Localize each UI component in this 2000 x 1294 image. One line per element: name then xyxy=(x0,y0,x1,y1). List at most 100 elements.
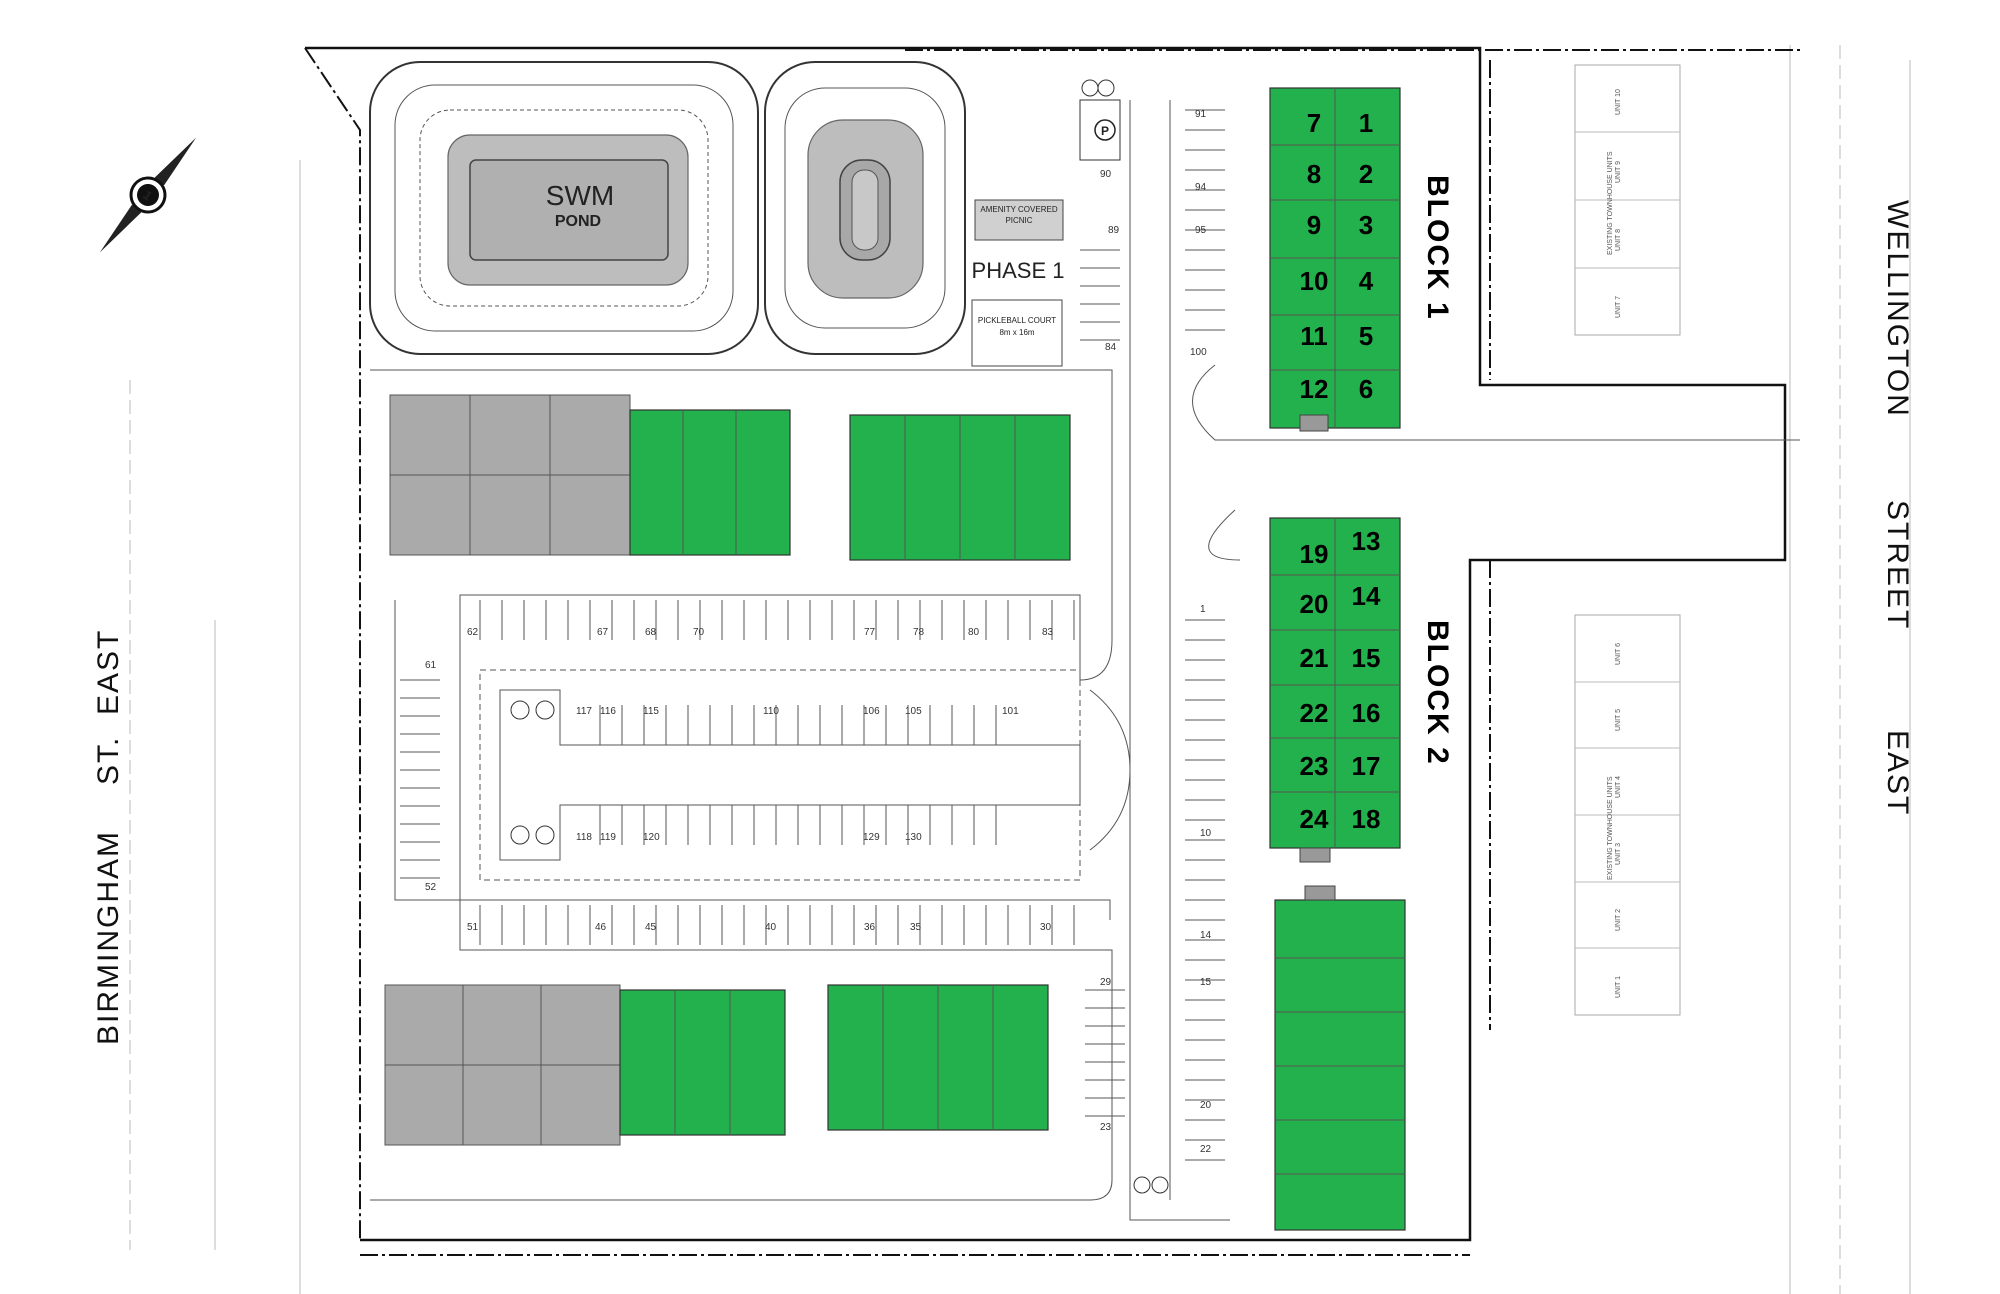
existing-unit-10: UNIT 10 xyxy=(1615,89,1622,115)
stall-51: 51 xyxy=(467,922,479,933)
stall-77: 77 xyxy=(864,627,876,638)
stall-83: 83 xyxy=(1042,627,1054,638)
b1-unit-7: 7 xyxy=(1307,108,1321,138)
parking-stalls xyxy=(400,109,1225,1161)
stall-23: 23 xyxy=(1100,1122,1112,1133)
road-east-1: WELLINGTON xyxy=(1881,200,1914,418)
stall-130: 130 xyxy=(905,832,922,843)
stall-1: 1 xyxy=(1200,604,1206,615)
stall-14: 14 xyxy=(1200,930,1212,941)
stall-10: 10 xyxy=(1200,828,1212,839)
amenity-area: AMENITY COVERED PICNIC PHASE 1 PICKLEBAL… xyxy=(971,99,1121,367)
stall-95: 95 xyxy=(1195,225,1207,236)
road-west-2: ST. xyxy=(92,736,125,785)
b1-unit-8: 8 xyxy=(1307,159,1321,189)
stall-40: 40 xyxy=(765,922,777,933)
stall-45: 45 xyxy=(645,922,657,933)
b2-unit-23: 23 xyxy=(1300,751,1329,781)
b1-unit-10: 10 xyxy=(1300,266,1329,296)
stall-22: 22 xyxy=(1200,1144,1212,1155)
stall-118: 118 xyxy=(576,832,592,843)
existing-unit-5: UNIT 5 xyxy=(1615,709,1622,731)
north-arrow: 1 xyxy=(99,137,197,253)
block-3 xyxy=(1274,885,1406,1231)
stall-68: 68 xyxy=(645,627,657,638)
stall-106: 106 xyxy=(863,706,880,717)
b2-unit-17: 17 xyxy=(1352,751,1381,781)
existing-units-label-north: EXISTING TOWNHOUSE UNITS xyxy=(1607,151,1614,255)
stall-120: 120 xyxy=(643,832,660,843)
existing-unit-7: UNIT 7 xyxy=(1615,296,1622,318)
existing-unit-1: UNIT 1 xyxy=(1615,976,1622,998)
b1-unit-2: 2 xyxy=(1359,159,1373,189)
stall-100: 100 xyxy=(1190,347,1207,358)
stall-84: 84 xyxy=(1105,342,1117,353)
block-1-label: BLOCK 1 xyxy=(1421,175,1454,321)
stall-61: 61 xyxy=(425,660,437,671)
property-boundary xyxy=(304,46,1800,1256)
pond-subtitle: POND xyxy=(555,213,601,230)
stall-117: 117 xyxy=(576,706,592,717)
stall-numbers: 91 90 94 89 95 84 100 62 67 68 70 77 78 … xyxy=(425,109,1212,1155)
b2-unit-20: 20 xyxy=(1300,589,1329,619)
stall-36: 36 xyxy=(864,922,876,933)
west-townhouses-north xyxy=(389,394,1071,561)
stall-119: 119 xyxy=(600,832,616,843)
road-labels: BIRMINGHAM ST. EAST WELLINGTON STREET EA… xyxy=(92,200,1914,1045)
parking-label: P xyxy=(1101,124,1109,138)
b1-unit-4: 4 xyxy=(1359,266,1374,296)
townhouse-green-s1 xyxy=(619,989,786,1136)
stall-80: 80 xyxy=(968,627,980,638)
existing-unit-2: UNIT 2 xyxy=(1615,909,1622,931)
swm-pond-area: SWM POND xyxy=(369,61,966,355)
stall-29: 29 xyxy=(1100,977,1112,988)
b2-unit-19: 19 xyxy=(1300,539,1329,569)
block-1: 7 8 9 10 11 12 1 2 3 4 5 6 BLOCK 1 xyxy=(1269,87,1454,432)
stall-115: 115 xyxy=(643,706,659,717)
amenity-label: AMENITY COVERED PICNIC xyxy=(980,205,1058,225)
b1-unit-5: 5 xyxy=(1359,321,1373,351)
road-east-3: EAST xyxy=(1881,730,1914,816)
stall-78: 78 xyxy=(913,627,925,638)
stall-105: 105 xyxy=(905,706,922,717)
existing-unit-6: UNIT 6 xyxy=(1615,643,1622,665)
court-size: 8m x 16m xyxy=(999,328,1034,337)
existing-units-label-south: EXISTING TOWNHOUSE UNITS xyxy=(1607,776,1614,880)
b2-unit-16: 16 xyxy=(1352,698,1381,728)
stall-15: 15 xyxy=(1200,977,1212,988)
b2-unit-21: 21 xyxy=(1300,643,1329,673)
b2-unit-18: 18 xyxy=(1352,804,1381,834)
block-2: 19 20 21 22 23 24 13 14 15 16 17 18 BLOC… xyxy=(1269,517,1454,863)
existing-unit-4: UNIT 4 xyxy=(1615,776,1622,798)
stall-91: 91 xyxy=(1195,109,1207,120)
stall-30: 30 xyxy=(1040,922,1052,933)
stall-70: 70 xyxy=(693,627,705,638)
b1-unit-9: 9 xyxy=(1307,210,1321,240)
b1-unit-3: 3 xyxy=(1359,210,1373,240)
stall-89: 89 xyxy=(1108,225,1120,236)
b2-unit-14: 14 xyxy=(1352,581,1381,611)
court-label: PICKLEBALL COURT xyxy=(978,316,1056,325)
road-edges xyxy=(129,45,1911,1294)
b2-unit-22: 22 xyxy=(1300,698,1329,728)
amenity-covered-picnic xyxy=(974,199,1064,241)
existing-unit-8: UNIT 8 xyxy=(1615,229,1622,251)
townhouse-green-n1 xyxy=(629,409,791,556)
pond-title: SWM xyxy=(546,180,614,211)
b1-unit-6: 6 xyxy=(1359,374,1373,404)
stall-20: 20 xyxy=(1200,1100,1212,1111)
stall-101: 101 xyxy=(1002,706,1019,717)
stall-110: 110 xyxy=(763,706,779,717)
b2-unit-24: 24 xyxy=(1300,804,1329,834)
drive-aisles xyxy=(370,100,1800,1221)
stall-35: 35 xyxy=(910,922,922,933)
b2-unit-13: 13 xyxy=(1352,526,1381,556)
pickleball-court xyxy=(971,299,1063,367)
block-3-units xyxy=(1274,899,1406,1231)
road-west-3: EAST xyxy=(92,629,125,715)
stall-116: 116 xyxy=(600,706,616,717)
stall-129: 129 xyxy=(863,832,880,843)
b1-unit-11: 11 xyxy=(1300,321,1328,351)
existing-unit-9: UNIT 9 xyxy=(1615,161,1622,183)
